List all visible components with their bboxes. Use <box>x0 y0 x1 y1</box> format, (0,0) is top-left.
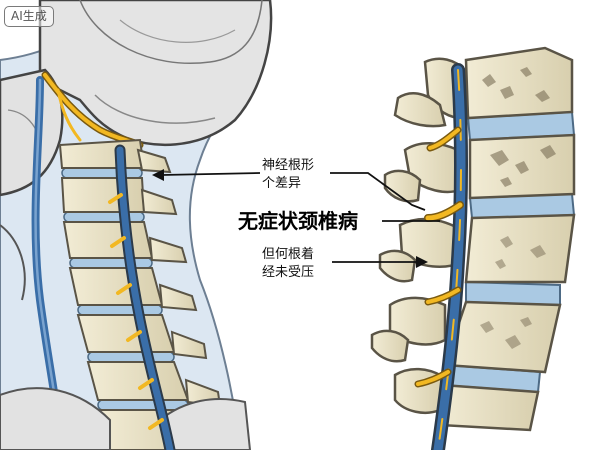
skull <box>38 0 273 147</box>
pointer-top <box>152 169 426 211</box>
label-bottom-line-2: 经未受压 <box>262 265 315 280</box>
pointer-bottom <box>332 256 428 268</box>
label-bottom-line-1: 但何根着 <box>262 247 315 262</box>
cervical-spine-left <box>0 138 252 450</box>
cervical-spine-detail <box>370 46 576 432</box>
right-nerve-roots <box>414 126 464 388</box>
label-top-line-2: 个差异 <box>262 176 302 191</box>
left-nerve-roots <box>108 193 164 430</box>
ai-generated-badge: AI生成 <box>4 6 54 27</box>
label-top-line-1: 神经根形 <box>262 158 315 173</box>
center-title: 无症状颈椎病 <box>238 209 358 233</box>
